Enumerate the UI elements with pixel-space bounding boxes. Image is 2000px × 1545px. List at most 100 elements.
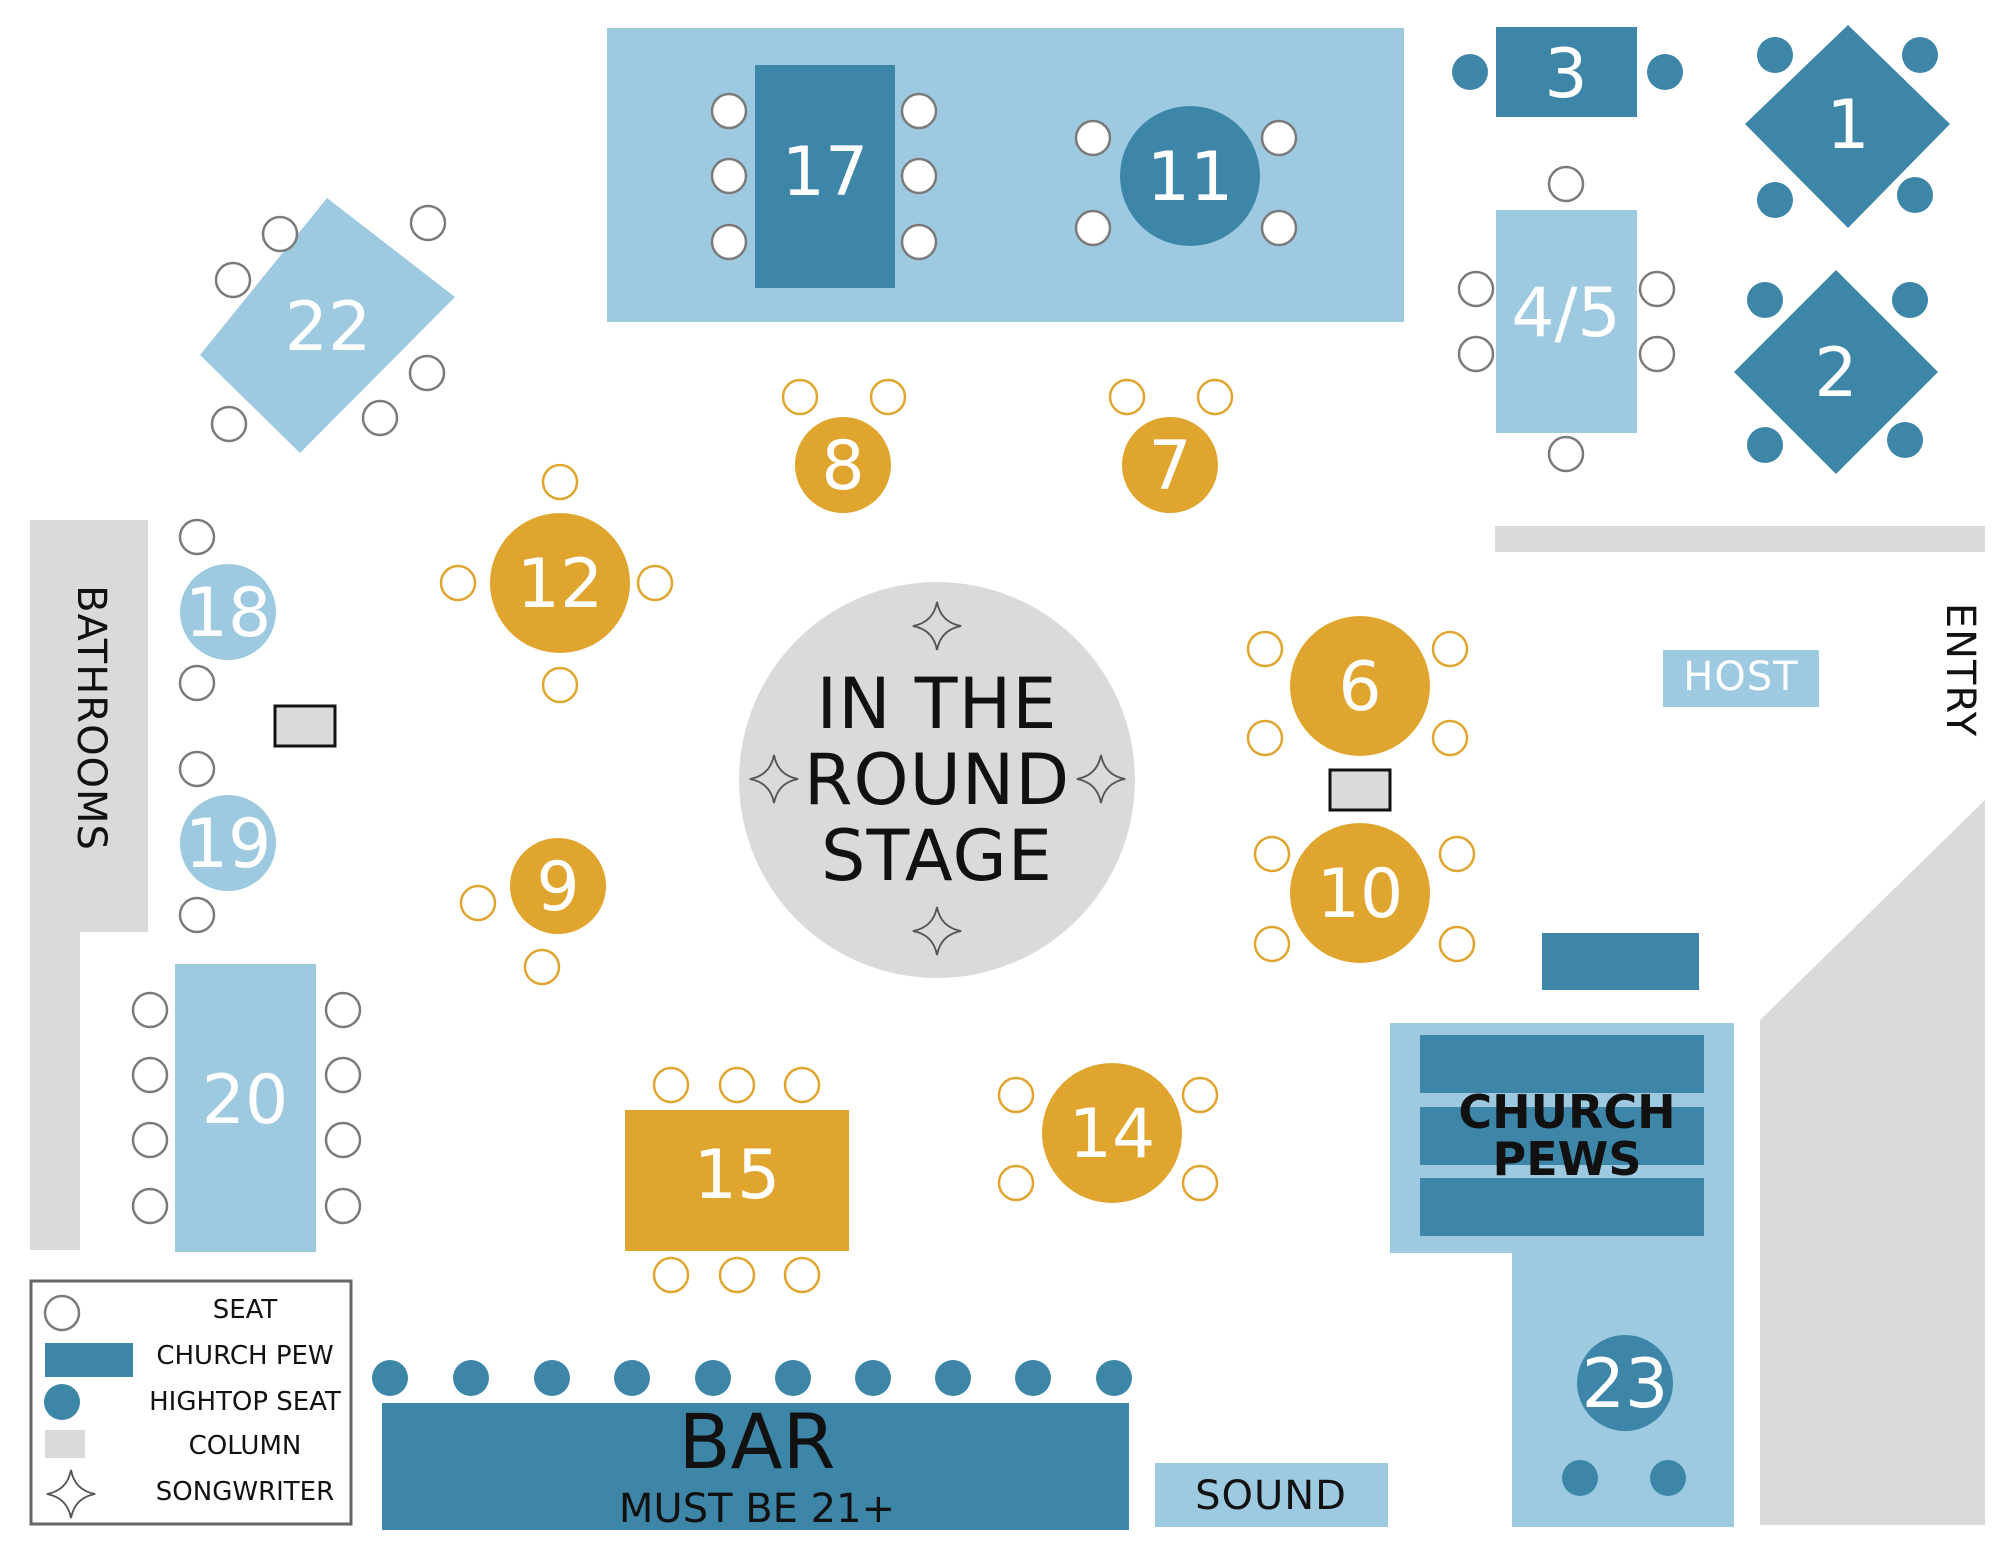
seat [178, 896, 216, 934]
table-11-label: 11 [1147, 138, 1234, 217]
seat [652, 1256, 690, 1294]
hightop-seat [1452, 54, 1488, 90]
table-23[interactable] [1577, 1335, 1673, 1431]
seat [178, 750, 216, 788]
table-22-group[interactable]: 22 [200, 198, 455, 453]
seat [261, 215, 299, 253]
table-3[interactable] [1496, 27, 1637, 117]
stage: IN THE ROUND STAGE [739, 582, 1135, 978]
hightop-seat [1892, 282, 1928, 318]
hightop-seat [1650, 1460, 1686, 1496]
host-stand[interactable] [1663, 650, 1819, 707]
table-8[interactable] [795, 417, 891, 513]
seat [324, 991, 362, 1029]
table-19[interactable] [180, 795, 276, 891]
seat [1260, 119, 1298, 157]
seat [1457, 335, 1495, 373]
table-4-5[interactable] [1496, 210, 1637, 433]
table-22-label: 22 [285, 288, 372, 367]
seat [1074, 119, 1112, 157]
table-15[interactable] [625, 1110, 849, 1251]
table-10-label: 10 [1317, 855, 1404, 934]
church-pews-label-1: CHURCH [1458, 1085, 1675, 1139]
entry-label: ENTRY [1937, 603, 1983, 737]
table-20-group[interactable]: 20 [131, 964, 362, 1252]
table-10[interactable] [1290, 823, 1430, 963]
seat [131, 1121, 169, 1159]
table-17[interactable] [755, 65, 895, 288]
table-6-group[interactable]: 6 [1246, 616, 1469, 757]
church-pew [1420, 1035, 1704, 1093]
entry-ramp [1760, 800, 1985, 1020]
seat [1108, 378, 1146, 416]
table-9[interactable] [510, 838, 606, 934]
table-23-label: 23 [1582, 1345, 1669, 1424]
table-7-group[interactable]: 7 [1108, 378, 1234, 513]
seat [1246, 719, 1284, 757]
table-23-group[interactable]: 23 [1562, 1335, 1686, 1496]
bar-hightop-seats [372, 1360, 1132, 1396]
table-12[interactable] [490, 513, 630, 653]
table-20[interactable] [175, 964, 316, 1252]
table-1-group[interactable]: 1 [1745, 25, 1950, 228]
legend-frame [29, 1279, 353, 1526]
table-9-group[interactable]: 9 [459, 838, 606, 986]
table-11[interactable] [1120, 106, 1260, 246]
table-17-group[interactable]: 17 [710, 65, 938, 288]
table-15-label: 15 [694, 1136, 781, 1215]
table-15-group[interactable]: 15 [625, 1066, 849, 1294]
seat [131, 991, 169, 1029]
table-14[interactable] [1042, 1063, 1182, 1203]
table-11-group[interactable]: 11 [1074, 106, 1298, 247]
legend-column: COLUMN [189, 1431, 302, 1461]
stage-circle [739, 582, 1135, 978]
seat [439, 564, 477, 602]
sound-booth[interactable] [1155, 1463, 1388, 1527]
seat [408, 354, 446, 392]
church-pew [1542, 933, 1699, 990]
table-3-label: 3 [1544, 35, 1587, 114]
host-label: HOST [1683, 654, 1798, 700]
seat [718, 1066, 756, 1104]
table-12-group[interactable]: 12 [439, 463, 674, 704]
seat [718, 1256, 756, 1294]
column [273, 704, 337, 748]
table-2[interactable] [1734, 270, 1938, 474]
hightop-seat [1897, 177, 1933, 213]
table-8-group[interactable]: 8 [781, 378, 907, 513]
seat [459, 884, 497, 922]
seat [1260, 209, 1298, 247]
seat [997, 1164, 1035, 1202]
bar-label: BAR [679, 1397, 836, 1486]
bathrooms-wall [30, 520, 148, 932]
entry-wall [1495, 526, 1985, 552]
seat [541, 666, 579, 704]
bar[interactable] [382, 1403, 1129, 1530]
table-14-group[interactable]: 14 [997, 1063, 1219, 1203]
seat [324, 1187, 362, 1225]
hightop-seat [775, 1360, 811, 1396]
seat [1547, 165, 1585, 203]
column [1328, 768, 1392, 812]
table-6[interactable] [1290, 616, 1430, 756]
seat [178, 518, 216, 556]
seat [710, 223, 748, 261]
bathrooms-label: BATHROOMS [68, 585, 114, 851]
stage-line-3: STAGE [821, 815, 1053, 897]
table-10-group[interactable]: 10 [1253, 823, 1476, 963]
table-19-group[interactable]: 19 [178, 750, 276, 934]
table-7[interactable] [1122, 417, 1218, 513]
table-4-5-group[interactable]: 4/5 [1457, 165, 1676, 473]
seat [900, 223, 938, 261]
table-18-group[interactable]: 18 [178, 518, 276, 702]
seat [1438, 925, 1476, 963]
table-2-group[interactable]: 2 [1734, 270, 1938, 474]
seat [710, 92, 748, 130]
table-22[interactable] [200, 198, 455, 453]
legend-church-pew: CHURCH PEW [156, 1341, 333, 1371]
seat [710, 157, 748, 195]
table-1[interactable] [1745, 25, 1950, 228]
seat [1181, 1076, 1219, 1114]
table-3-group[interactable]: 3 [1452, 27, 1683, 117]
table-18[interactable] [180, 564, 276, 660]
